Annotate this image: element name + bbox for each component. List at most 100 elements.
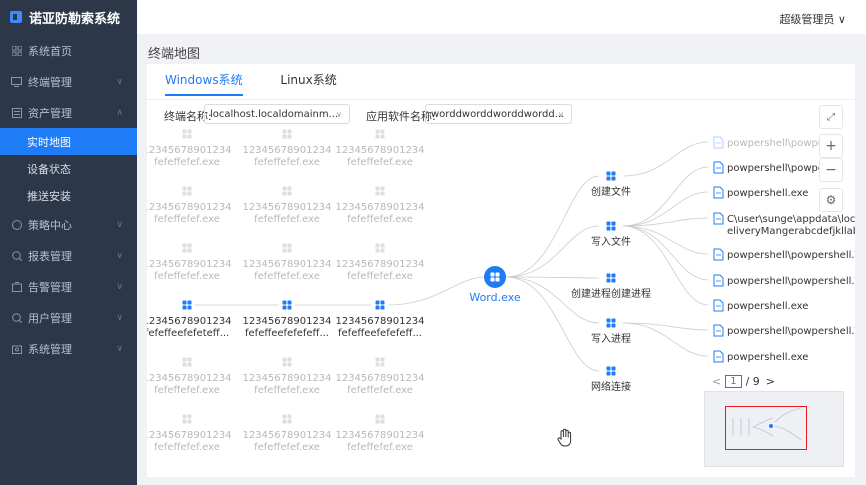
current-page[interactable]: 1 [725,375,742,388]
process-id: 12345678901234 [147,259,232,270]
action-node[interactable]: 写入进程 [591,318,631,346]
sidebar-item-label: 终端管理 [28,75,72,89]
action-node[interactable]: 写入文件 [591,221,631,249]
tab-windows[interactable]: Windows系统 [165,71,243,96]
file-node[interactable]: C\user\sunge\appdata\localeliveryMangera… [713,212,855,237]
process-id: 12345678901234 [242,316,331,327]
file-label: powpershell\powpershell.\po [727,276,855,287]
process-graph[interactable]: 12345678901234fefeffefef.exe123456789012… [147,64,855,477]
sidebar-item-policy[interactable]: 策略中心 ∨ [0,209,137,240]
sidebar-subitem-realtime-map[interactable]: 实时地图 [0,128,137,155]
sidebar-item-home[interactable]: 系统首页 [0,35,137,66]
file-label: eliveryMangerabcdefjkllabcde [727,226,855,237]
process-id: 12345678901234 [147,316,232,327]
process-id: 12345678901234 [335,430,424,441]
sidebar-item-terminal[interactable]: 终端管理 ∨ [0,66,137,97]
process-icon [375,243,385,253]
next-page-button[interactable]: > [765,375,776,388]
settings-button[interactable]: ⚙ [819,188,843,212]
app-icon [490,272,500,282]
sidebar-item-user[interactable]: 用户管理 ∨ [0,302,137,333]
topbar: 超级管理员 ∨ [137,0,866,34]
word-exe-node[interactable]: Word.exe [469,266,521,304]
user-icon [11,312,22,323]
file-node[interactable]: powpershell\powpersh [713,161,840,174]
process-node[interactable]: 12345678901234fefeffeefefefeff... [242,300,332,340]
action-node[interactable]: 创建文件 [591,171,631,199]
file-node[interactable]: powpershell.exe [713,350,808,363]
sidebar-item-alarm[interactable]: 告警管理 ∨ [0,271,137,302]
prev-page-button[interactable]: < [712,375,722,388]
zoom-out-button[interactable]: − [819,158,843,182]
sidebar-item-system[interactable]: 系统管理 ∨ [0,333,137,364]
process-name: fefeffeefefeteff... [147,328,229,339]
file-icon [713,212,724,225]
app-title: 诺亚防勒索系统 [29,11,121,27]
file-label: powpershell\powpersh [727,163,840,174]
process-icon [182,357,192,367]
file-node[interactable]: powpershell.exe [713,186,808,199]
zoom-in-button[interactable]: + [819,134,843,158]
process-name: fefeffefef.exe [347,157,413,168]
sidebar-item-report[interactable]: 报表管理 ∨ [0,240,137,271]
process-node[interactable]: 12345678901234fefeffeefefeteff... [147,300,232,340]
process-icon [282,357,292,367]
minimap-viewport[interactable] [725,406,807,450]
sidebar-item-asset[interactable]: 资产管理 ∧ [0,97,137,128]
file-icon [713,186,724,199]
process-name: fefeffefef.exe [154,271,220,282]
file-node[interactable]: powpershell\powpershell.\po [713,274,855,287]
process-name: fefeffefef.exe [154,214,220,225]
tab-linux[interactable]: Linux系统 [280,73,337,87]
app-logo[interactable]: 诺亚防勒索系统 [0,0,137,34]
process-id: 12345678901234 [242,145,331,156]
terminal-select-value: localhost.localdomainm... [210,109,339,120]
sidebar-item-label: 用户管理 [28,311,72,325]
file-label: powpershell.exe [727,301,808,312]
sidebar-subitem-push-install[interactable]: 推送安装 [0,182,137,209]
process-node[interactable]: 12345678901234fefeffeefefefeff... [335,300,425,340]
process-name: fefeffefef.exe [154,157,220,168]
process-icon [182,414,192,424]
sidebar-item-label: 系统首页 [28,44,72,58]
sidebar-subitem-device-status[interactable]: 设备状态 [0,155,137,182]
file-node[interactable]: powpershell\powpershell.\po [713,248,855,261]
user-menu[interactable]: 超级管理员 ∨ [779,13,846,26]
file-node[interactable]: powpershell\powpershell.\po [713,324,855,337]
action-node[interactable]: 网络连接 [591,366,631,394]
chevron-down-icon: ∨ [336,110,342,119]
sidebar-item-label: 系统管理 [28,342,72,356]
process-icon [375,357,385,367]
action-label: 写入进程 [591,333,631,345]
minimap[interactable] [704,391,844,467]
expand-icon: ⤢ [827,111,835,123]
process-icon [182,243,192,253]
process-icon [375,186,385,196]
file-node[interactable]: powpershell.exe [713,299,808,312]
fullscreen-button[interactable]: ⤢ [819,105,843,129]
sidebar: 诺亚防勒索系统 系统首页 终端管理 ∨ 资产管理 ∧ 实时地图 设备状态 推送安… [0,0,137,485]
software-select[interactable]: worddworddworddwordd... ∨ [425,104,572,124]
file-node[interactable]: powpershell\powpersh [713,136,840,149]
sidebar-item-label: 策略中心 [28,218,72,232]
terminal-select[interactable]: localhost.localdomainm... ∨ [204,104,350,124]
action-node[interactable]: 创建进程创建进程 [571,273,651,301]
file-link [622,322,709,331]
process-id: 12345678901234 [147,430,232,441]
file-label: C\user\sunge\appdata\local [727,214,855,225]
